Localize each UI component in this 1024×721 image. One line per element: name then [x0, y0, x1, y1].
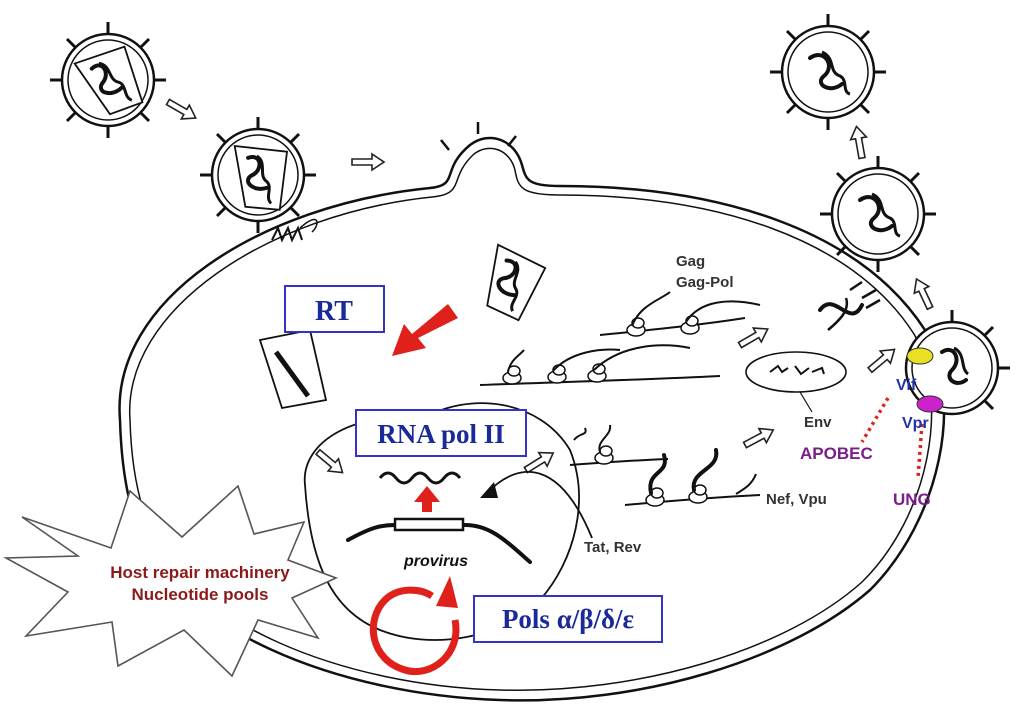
virion-budding: [904, 310, 1010, 416]
vif-apobec-link: [860, 397, 890, 443]
budding-site: [440, 122, 517, 151]
virion-mature-top: [768, 12, 888, 132]
polysome-tat-rev: [569, 424, 669, 466]
er-env: [745, 351, 847, 393]
vpr-protein: [916, 395, 944, 413]
rt-box: [284, 285, 385, 333]
pols-box: [473, 595, 663, 643]
rna-transcript: [378, 471, 462, 485]
env-label: Env: [804, 414, 832, 431]
receptor: [271, 225, 303, 243]
virion-maturing: [818, 154, 938, 274]
rt-label: RT: [315, 296, 353, 327]
arrow-bud-up: [908, 274, 939, 313]
replication-red-cycle-arrow: [369, 576, 460, 675]
nef-vpu-label: Nef, Vpu: [766, 491, 827, 508]
provirus-label: provirus: [403, 553, 468, 570]
capsid-rt: [258, 328, 328, 410]
rna-pol-box: [355, 409, 527, 457]
polysome-gag: [599, 291, 761, 337]
virion-binding: [198, 115, 318, 235]
vif-protein: [906, 347, 934, 365]
gag-pol-label: Gag-Pol: [676, 274, 734, 291]
ung-label: UNG: [893, 490, 931, 509]
tat-rev-label: Tat, Rev: [584, 539, 642, 556]
host-repair-starburst: [3, 484, 339, 678]
arrow-mature-up: [847, 124, 871, 161]
rt-red-arrow: [392, 304, 458, 356]
tat-rev-feedback-arrow: [487, 471, 593, 539]
polysome-mid: [479, 344, 721, 386]
assembly-site: [818, 280, 881, 331]
rna-pol-label: RNA pol II: [377, 419, 505, 449]
provirus-dna: [346, 517, 532, 564]
apobec-label: APOBEC: [800, 444, 873, 463]
vpr-label: Vpr: [902, 415, 929, 432]
vpr-ung-link: [916, 423, 924, 479]
transcription-red-arrow: [414, 486, 440, 512]
host-repair-label-line2: Nucleotide pools: [132, 585, 269, 604]
polysome-nef-vpu: [624, 448, 761, 507]
host-repair-label-line1: Host repair machinery: [110, 563, 290, 582]
gag-label: Gag: [676, 253, 705, 270]
arrow-entry-1: [163, 94, 201, 126]
pols-label: Pols α/β/δ/ε: [502, 604, 634, 634]
virion-free: [48, 20, 168, 140]
vif-label: Vif: [896, 377, 917, 394]
arrow-entry-2: [351, 153, 385, 171]
